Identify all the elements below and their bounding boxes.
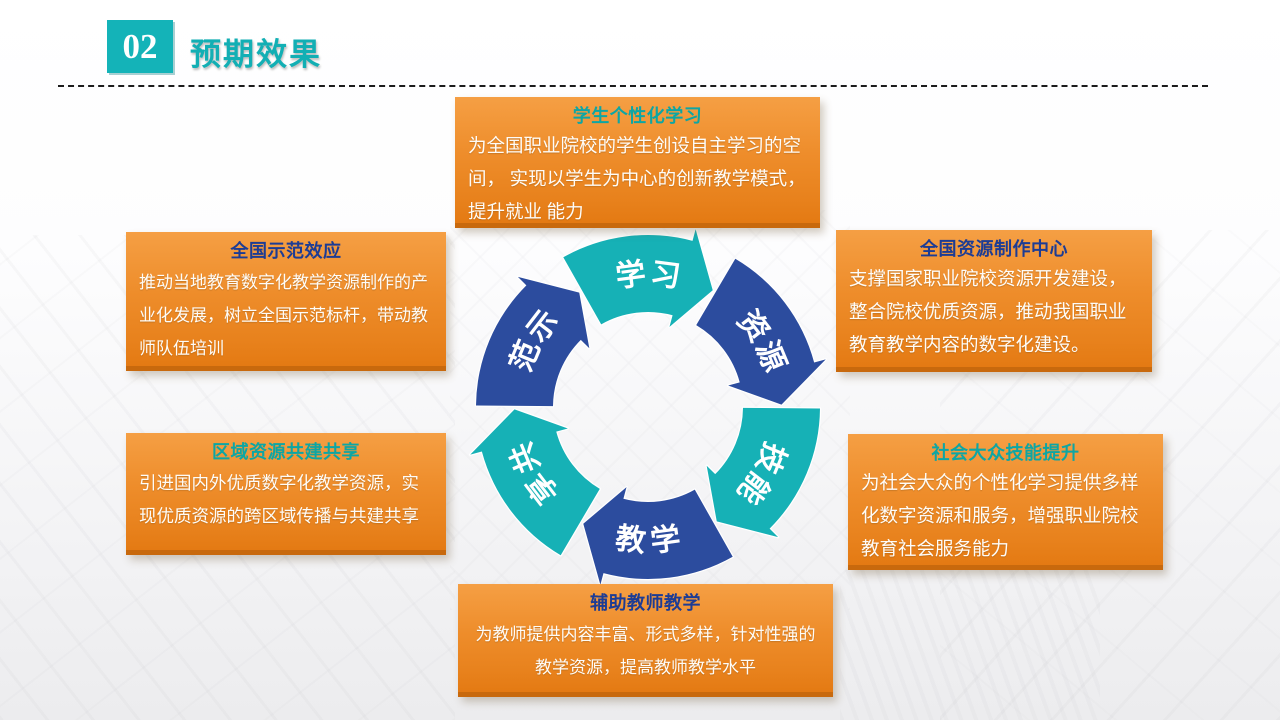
box-national-demo: 全国示范效应 推动当地教育数字化教学资源制作的产业化发展，树立全国示范标杆，带动… bbox=[126, 232, 446, 371]
box-regional-sharing-body: 引进国内外优质数字化教学资源，实现优质资源的跨区域传播与共建共享 bbox=[139, 473, 419, 526]
cycle-arrow-jineng bbox=[705, 406, 822, 539]
box-regional-sharing: 区域资源共建共享 引进国内外优质数字化教学资源，实现优质资源的跨区域传播与共建共… bbox=[126, 433, 446, 555]
box-national-demo-title: 全国示范效应 bbox=[230, 241, 342, 261]
box-resource-center-title: 全国资源制作中心 bbox=[920, 239, 1068, 259]
cycle-arrow-gongxiang bbox=[469, 408, 602, 557]
box-resource-center-body: 支撑国家职业院校资源开发建设，整合院校优质资源，推动我国职业教育教学内容的数字化… bbox=[849, 270, 1127, 356]
box-teacher-assist-body: 为教师提供内容丰富、形式多样，针对性强的教学资源，提高教师教学水平 bbox=[475, 625, 816, 677]
cycle-label-jiaoxue-char-0: 教 bbox=[613, 522, 647, 559]
cycle-label-jiaoxue-char-1: 学 bbox=[648, 521, 682, 559]
box-public-skills-title: 社会大众技能提升 bbox=[931, 443, 1080, 463]
page-title: 预期效果 bbox=[190, 37, 322, 72]
cycle-arrow-shifan bbox=[474, 275, 591, 408]
cycle-label-xuexi-char-1: 习 bbox=[648, 257, 682, 294]
box-public-skills: 社会大众技能提升 为社会大众的个性化学习提供多样化数字资源和服务，增强职业院校 … bbox=[848, 434, 1163, 570]
cycle-label-xuexi-char-0: 学 bbox=[614, 256, 648, 294]
cycle-arrow-xuexi bbox=[562, 228, 714, 329]
box-student-learning-title: 学生个性化学习 bbox=[572, 106, 703, 126]
dashed-divider bbox=[58, 85, 1208, 87]
section-number-badge: 02 bbox=[107, 20, 173, 73]
background-pattern-bottom bbox=[840, 570, 1100, 720]
box-student-learning: 学生个性化学习 为全国职业院校的学生创设自主学习的空间， 实现以学生为中心的创新… bbox=[455, 97, 820, 228]
box-regional-sharing-title: 区域资源共建共享 bbox=[212, 442, 360, 462]
cycle-arrow-ziyuan bbox=[694, 257, 827, 406]
box-student-learning-body: 为全国职业院校的学生创设自主学习的空间， 实现以学生为中心的创新教学模式，提升就… bbox=[468, 137, 806, 223]
box-national-demo-body: 推动当地教育数字化教学资源制作的产业化发展，树立全国示范标杆，带动教师队伍培训 bbox=[139, 273, 428, 358]
box-public-skills-body: 为社会大众的个性化学习提供多样化数字资源和服务，增强职业院校 教育社会服务能力 bbox=[861, 474, 1139, 560]
box-teacher-assist-title: 辅助教师教学 bbox=[590, 593, 701, 613]
cycle-diagram: 学习资源技能教学共享示范 bbox=[469, 228, 827, 586]
box-resource-center: 全国资源制作中心 支撑国家职业院校资源开发建设，整合院校优质资源，推动我国职业教… bbox=[836, 230, 1152, 372]
box-teacher-assist: 辅助教师教学 为教师提供内容丰富、形式多样，针对性强的教学资源，提高教师教学水平 bbox=[458, 584, 833, 697]
